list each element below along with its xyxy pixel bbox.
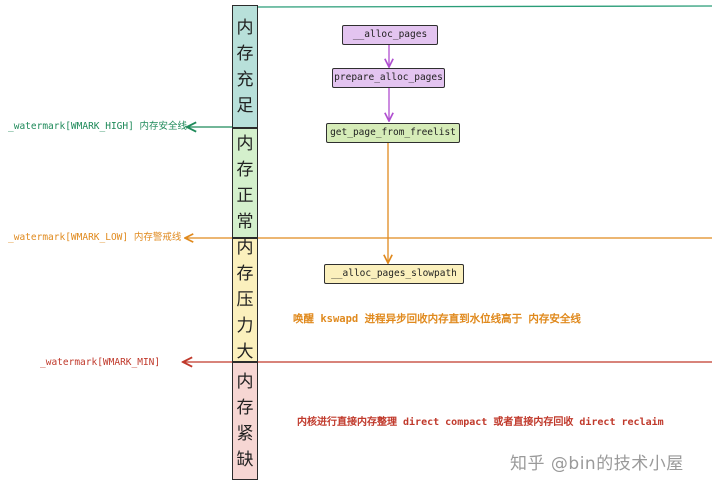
watermark-low-label: _watermark[WMARK_LOW] 内存警戒线 <box>8 232 182 243</box>
note-kswapd: 唤醒 kswapd 进程异步回收内存直到水位线高于 内存安全线 <box>293 313 581 325</box>
note-direct-reclaim: 内核进行直接内存整理 direct compact 或者直接内存回收 direc… <box>297 417 664 428</box>
zone-char: 存 <box>236 43 254 64</box>
zone-char: 充 <box>236 69 254 90</box>
zone-char: 足 <box>236 95 254 116</box>
zone-char: 力 <box>236 316 254 336</box>
zone-memory-sufficient: 内存充足 <box>232 5 258 128</box>
zone-char: 内 <box>236 17 254 38</box>
zone-char: 存 <box>236 160 254 180</box>
zone-char: 压 <box>236 290 254 310</box>
node-prepare-alloc-pages: prepare_alloc_pages <box>332 68 445 88</box>
zone-memory-normal: 内存正常 <box>232 128 258 238</box>
watermark-high-label: _watermark[WMARK_HIGH] 内存安全线 <box>8 121 188 132</box>
zone-memory-pressure: 内存压力大 <box>232 238 258 362</box>
zhihu-watermark: 知乎 @bin的技术小屋 <box>510 454 684 474</box>
node-alloc-pages: __alloc_pages <box>342 25 438 45</box>
node-get-page-from-freelist: get_page_from_freelist <box>326 123 460 143</box>
zone-char: 大 <box>236 342 254 362</box>
zone-char: 存 <box>236 398 254 418</box>
node-alloc-pages-slowpath: __alloc_pages_slowpath <box>324 264 464 284</box>
top-boundary-line <box>257 5 713 8</box>
zone-char: 常 <box>236 212 254 232</box>
zone-char: 存 <box>236 264 254 284</box>
zone-char: 内 <box>236 238 254 258</box>
zone-char: 紧 <box>236 424 254 444</box>
zone-memory-shortage: 内存紧缺 <box>232 362 258 480</box>
zone-char: 缺 <box>236 450 254 470</box>
zone-char: 内 <box>236 134 254 154</box>
zone-char: 正 <box>236 186 254 206</box>
zone-char: 内 <box>236 372 254 392</box>
watermark-min-label: _watermark[WMARK_MIN] <box>40 357 161 368</box>
